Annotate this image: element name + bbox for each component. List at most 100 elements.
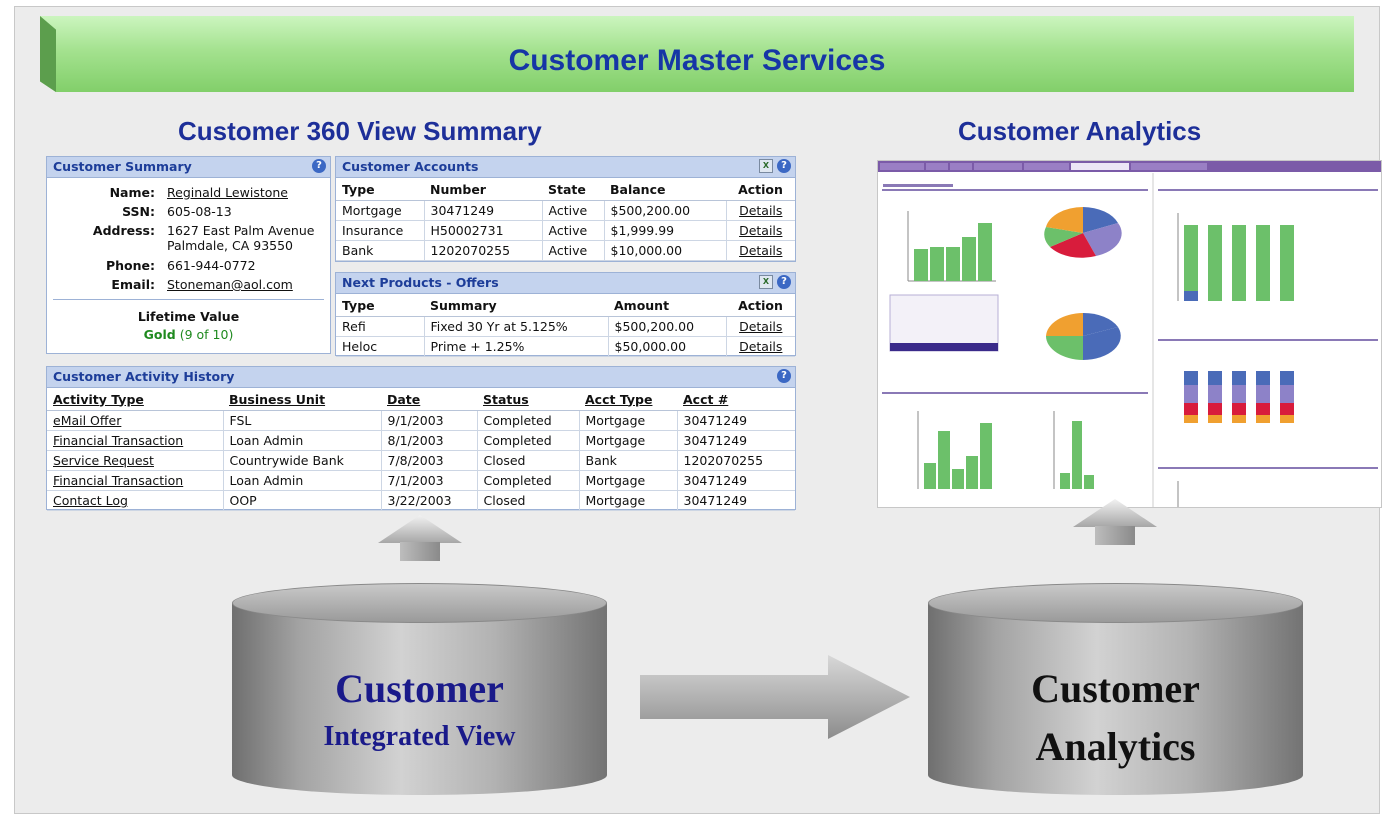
cell: 7/8/2003 bbox=[381, 450, 478, 471]
activity-link[interactable]: Financial Transaction bbox=[47, 470, 224, 491]
activity-link[interactable]: Contact Log bbox=[47, 490, 224, 511]
field-label: Phone: bbox=[105, 258, 155, 273]
cell: FSL bbox=[223, 410, 382, 431]
database-title: Customer bbox=[335, 666, 504, 711]
activity-history-title: Customer Activity History bbox=[53, 369, 235, 384]
customer-summary-panel: Customer Summary ? Name: Reginald Lewist… bbox=[46, 156, 331, 354]
cell: 3/22/2003 bbox=[381, 490, 478, 511]
sortable-column-header[interactable]: Acct # bbox=[677, 388, 795, 411]
field-value: 605-08-13 bbox=[167, 204, 232, 219]
section-title-360: Customer 360 View Summary bbox=[178, 116, 542, 146]
customer-accounts-title: Customer Accounts bbox=[342, 159, 479, 174]
activity-table: Activity Type Business Unit Date Status … bbox=[47, 388, 795, 511]
help-icon[interactable]: ? bbox=[777, 159, 791, 173]
customer-accounts-panel: Customer Accounts X ? Type Number State … bbox=[335, 156, 796, 262]
sortable-column-header[interactable]: Date bbox=[381, 388, 477, 411]
sortable-column-header[interactable]: Acct Type bbox=[579, 388, 677, 411]
cell: Bank bbox=[579, 450, 678, 471]
cell: Completed bbox=[477, 430, 580, 451]
table-row: Contact Log OOP 3/22/2003 Closed Mortgag… bbox=[47, 490, 795, 511]
cylinder-top bbox=[232, 583, 607, 623]
help-icon[interactable]: ? bbox=[312, 159, 326, 173]
database-subtitle: Integrated View bbox=[323, 721, 516, 752]
lifetime-tier: Gold bbox=[143, 327, 176, 342]
excel-export-icon[interactable]: X bbox=[759, 275, 773, 289]
cell: 30471249 bbox=[424, 200, 543, 221]
arrow-up-icon bbox=[1073, 499, 1157, 545]
database-title: Customer bbox=[1031, 666, 1200, 711]
details-link[interactable]: Details bbox=[726, 336, 795, 357]
details-link[interactable]: Details bbox=[726, 200, 795, 221]
cell: 9/1/2003 bbox=[381, 410, 478, 431]
cell: Refi bbox=[336, 316, 425, 337]
divider bbox=[53, 299, 324, 300]
cell: Mortgage bbox=[336, 200, 425, 221]
column-header: Action bbox=[726, 294, 795, 317]
customer-name-link[interactable]: Reginald Lewistone bbox=[167, 185, 288, 200]
cylinder-body bbox=[232, 603, 607, 775]
sortable-column-header[interactable]: Activity Type bbox=[47, 388, 223, 411]
help-icon[interactable]: ? bbox=[777, 369, 791, 383]
field-value: 661-944-0772 bbox=[167, 258, 256, 273]
table-row: Financial Transaction Loan Admin 7/1/200… bbox=[47, 470, 795, 491]
cell: Fixed 30 Yr at 5.125% bbox=[424, 316, 609, 337]
cylinder-body bbox=[928, 603, 1303, 775]
column-header: Type bbox=[336, 178, 424, 201]
table-row: Refi Fixed 30 Yr at 5.125% $500,200.00 D… bbox=[336, 316, 795, 337]
cell: Active bbox=[542, 200, 605, 221]
banner-title: Customer Master Services bbox=[508, 44, 886, 77]
cell: Mortgage bbox=[579, 470, 678, 491]
cell: 7/1/2003 bbox=[381, 470, 478, 491]
cell: Closed bbox=[477, 490, 580, 511]
banner: Customer Master Services bbox=[40, 16, 1354, 92]
cell: Mortgage bbox=[579, 410, 678, 431]
activity-link[interactable]: Financial Transaction bbox=[47, 430, 224, 451]
customer-summary-header: Customer Summary ? bbox=[47, 157, 330, 178]
cell: Heloc bbox=[336, 336, 425, 357]
cell: Countrywide Bank bbox=[223, 450, 382, 471]
cell: Closed bbox=[477, 450, 580, 471]
field-label: Email: bbox=[111, 277, 155, 292]
cell: Loan Admin bbox=[223, 470, 382, 491]
column-header: State bbox=[542, 178, 604, 201]
column-header: Summary bbox=[424, 294, 608, 317]
cell: 8/1/2003 bbox=[381, 430, 478, 451]
field-label: SSN: bbox=[122, 204, 155, 219]
table-header-row: Type Number State Balance Action bbox=[336, 178, 795, 201]
cell: 30471249 bbox=[677, 410, 795, 431]
cell: Completed bbox=[477, 410, 580, 431]
details-link[interactable]: Details bbox=[726, 316, 795, 337]
table-row: Financial Transaction Loan Admin 8/1/200… bbox=[47, 430, 795, 451]
activity-link[interactable]: eMail Offer bbox=[47, 410, 224, 431]
sortable-column-header[interactable]: Status bbox=[477, 388, 579, 411]
table-row: eMail Offer FSL 9/1/2003 Completed Mortg… bbox=[47, 410, 795, 431]
arrow-right-icon bbox=[640, 655, 910, 739]
database-cylinder-customer-analytics: Customer Analytics bbox=[928, 583, 1303, 795]
field-label: Address: bbox=[92, 223, 155, 238]
field-value: 1627 East Palm Avenue bbox=[167, 223, 315, 238]
table-row: Service Request Countrywide Bank 7/8/200… bbox=[47, 450, 795, 471]
cell: $500,200.00 bbox=[604, 200, 727, 221]
cell: Bank bbox=[336, 240, 425, 261]
cell: Active bbox=[542, 220, 605, 241]
table-header-row: Activity Type Business Unit Date Status … bbox=[47, 388, 795, 411]
cell: Mortgage bbox=[579, 430, 678, 451]
cell: H50002731 bbox=[424, 220, 543, 241]
activity-link[interactable]: Service Request bbox=[47, 450, 224, 471]
arrow-head bbox=[1073, 499, 1157, 527]
help-icon[interactable]: ? bbox=[777, 275, 791, 289]
column-header: Amount bbox=[608, 294, 726, 317]
details-link[interactable]: Details bbox=[726, 240, 795, 261]
table-row: Bank 1202070255 Active $10,000.00 Detail… bbox=[336, 240, 795, 261]
sortable-column-header[interactable]: Business Unit bbox=[223, 388, 381, 411]
email-link[interactable]: Stoneman@aol.com bbox=[167, 277, 293, 292]
cell: Active bbox=[542, 240, 605, 261]
cell: 30471249 bbox=[677, 470, 795, 491]
analytics-dashboard-image bbox=[878, 161, 1381, 507]
analytics-dashboard-screenshot bbox=[877, 160, 1382, 508]
banner-bevel bbox=[40, 16, 56, 92]
excel-export-icon[interactable]: X bbox=[759, 159, 773, 173]
details-link[interactable]: Details bbox=[726, 220, 795, 241]
stacked-bars-image bbox=[1184, 371, 1294, 423]
column-header: Number bbox=[424, 178, 542, 201]
